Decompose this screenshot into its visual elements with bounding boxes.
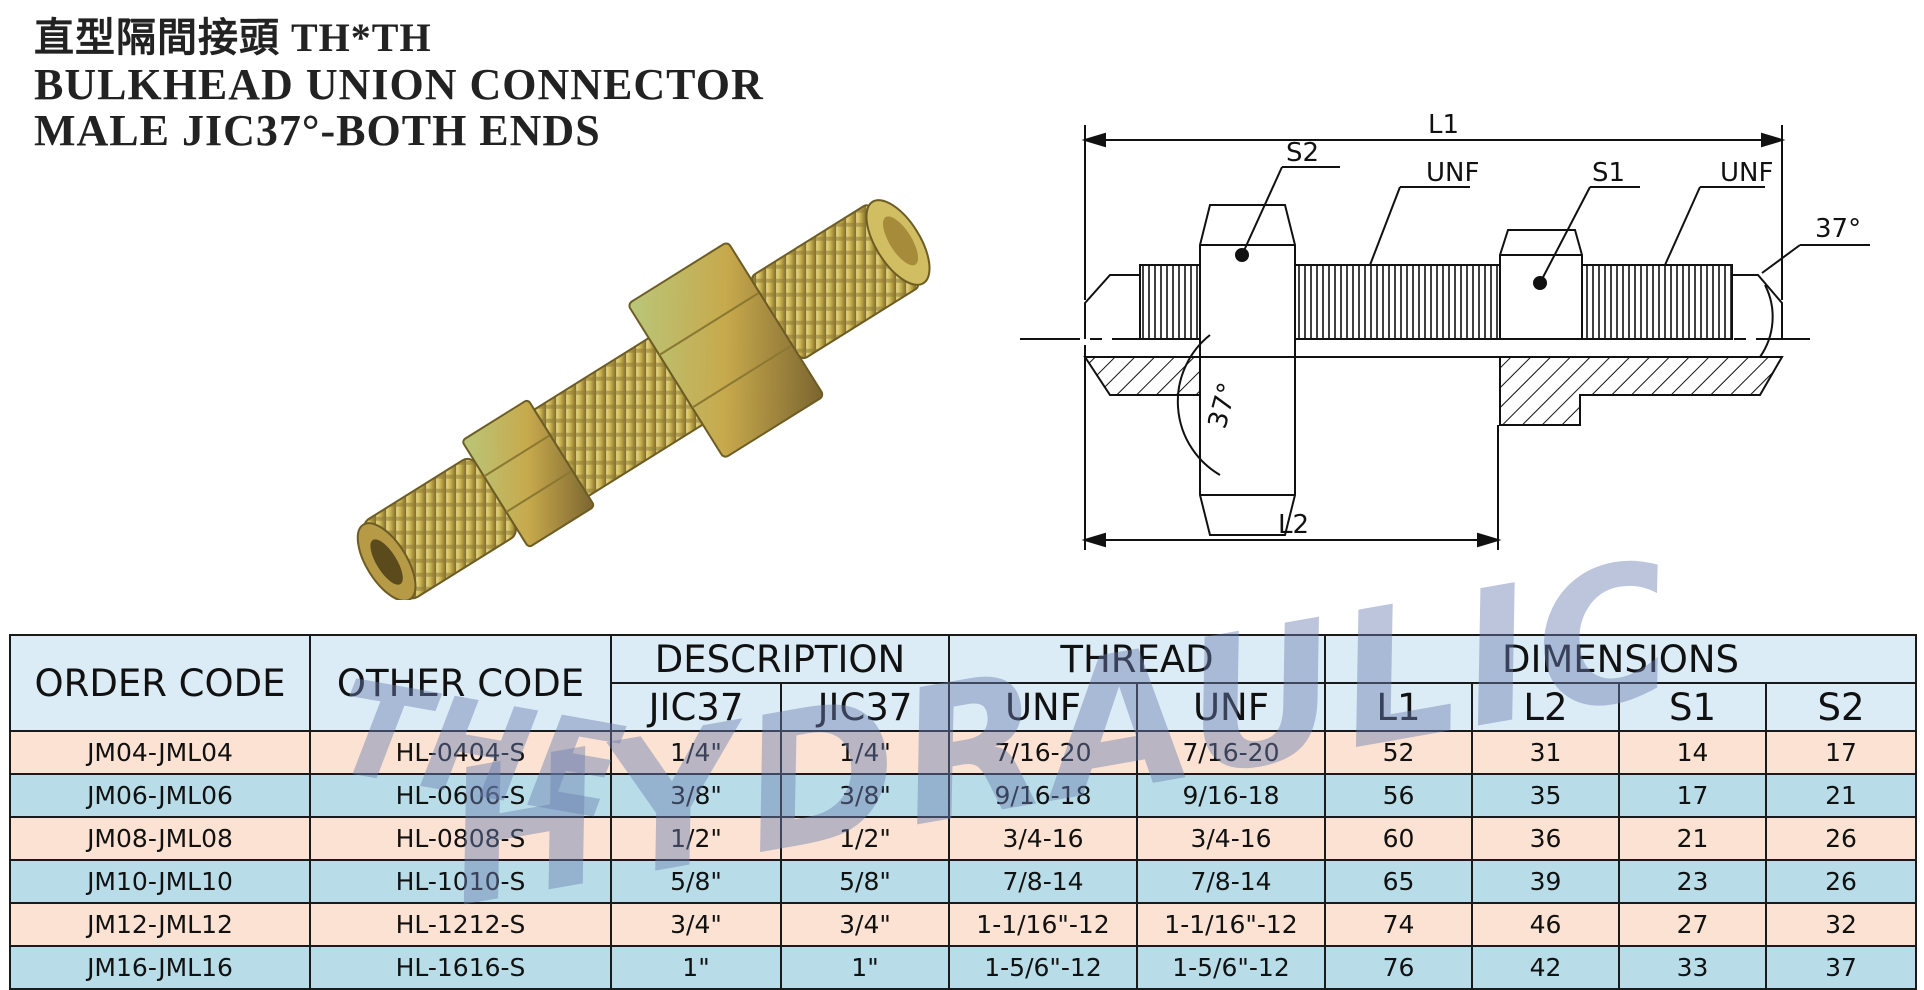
- table-row: JM10-JML10 HL-1010-S 5/8" 5/8" 7/8-14 7/…: [9, 859, 1918, 904]
- dim-s2-label: S2: [1286, 138, 1319, 168]
- cell-l2: 35: [1471, 773, 1620, 818]
- header-row-top: ORDER CODE OTHER CODE DESCRIPTION THREAD…: [9, 634, 1918, 732]
- cell-s2: 21: [1764, 773, 1918, 818]
- cell-other-code: HL-1212-S: [309, 902, 612, 947]
- header-l2: L2: [1471, 682, 1620, 732]
- cell-jic37-a: 3/4": [610, 902, 782, 947]
- cell-unf-b: 1-1/16"-12: [1136, 902, 1326, 947]
- cell-order-code: JM10-JML10: [9, 859, 311, 904]
- title-line-3: MALE JIC37°-BOTH ENDS: [34, 106, 601, 155]
- cell-l2: 39: [1471, 859, 1620, 904]
- title-code: TH*TH: [291, 15, 432, 60]
- table-row: JM04-JML04 HL-0404-S 1/4" 1/4" 7/16-20 7…: [9, 730, 1918, 775]
- dim-l2-label: L2: [1278, 510, 1309, 540]
- cell-jic37-b: 1": [780, 945, 950, 990]
- cell-s1: 27: [1618, 902, 1767, 947]
- spec-table: ORDER CODE OTHER CODE DESCRIPTION THREAD…: [9, 634, 1918, 990]
- cell-jic37-b: 1/4": [780, 730, 950, 775]
- cell-unf-a: 7/8-14: [948, 859, 1138, 904]
- cell-unf-b: 7/16-20: [1136, 730, 1326, 775]
- cell-order-code: JM16-JML16: [9, 945, 311, 990]
- cell-jic37-a: 5/8": [610, 859, 782, 904]
- table-row: JM06-JML06 HL-0606-S 3/8" 3/8" 9/16-18 9…: [9, 773, 1918, 818]
- cell-jic37-a: 3/8": [610, 773, 782, 818]
- cell-other-code: HL-0404-S: [309, 730, 612, 775]
- cell-other-code: HL-1616-S: [309, 945, 612, 990]
- header-l1: L1: [1324, 682, 1473, 732]
- cell-l2: 46: [1471, 902, 1620, 947]
- cell-unf-b: 7/8-14: [1136, 859, 1326, 904]
- cell-order-code: JM06-JML06: [9, 773, 311, 818]
- title-line-1: 直型隔間接頭 TH*TH: [34, 14, 764, 62]
- cell-s1: 21: [1618, 816, 1767, 861]
- cell-order-code: JM12-JML12: [9, 902, 311, 947]
- product-title: 直型隔間接頭 TH*TH BULKHEAD UNION CONNECTOR MA…: [34, 14, 764, 154]
- table-row: JM16-JML16 HL-1616-S 1" 1" 1-5/6"-12 1-5…: [9, 945, 1918, 990]
- cell-unf-a: 9/16-18: [948, 773, 1138, 818]
- header-dimensions: DIMENSIONS: [1323, 634, 1918, 684]
- header-s1: S1: [1618, 682, 1767, 732]
- cell-jic37-b: 3/4": [780, 902, 950, 947]
- cell-s2: 26: [1764, 816, 1918, 861]
- cell-l2: 42: [1471, 945, 1620, 990]
- unf-right-label: UNF: [1720, 158, 1773, 188]
- cell-unf-a: 1-1/16"-12: [948, 902, 1138, 947]
- cell-l1: 76: [1324, 945, 1473, 990]
- cell-l1: 52: [1324, 730, 1473, 775]
- header-other-code: OTHER CODE: [309, 634, 612, 732]
- cell-l1: 60: [1324, 816, 1473, 861]
- technical-drawing: L1 L2 S2 S1 UNF UNF 37° 37°: [1020, 110, 1870, 550]
- header-thread: THREAD: [948, 634, 1326, 684]
- cell-jic37-a: 1/4": [610, 730, 782, 775]
- table-row: JM12-JML12 HL-1212-S 3/4" 3/4" 1-1/16"-1…: [9, 902, 1918, 947]
- cell-jic37-b: 1/2": [780, 816, 950, 861]
- cell-order-code: JM04-JML04: [9, 730, 311, 775]
- cell-l1: 56: [1324, 773, 1473, 818]
- header-s2: S2: [1764, 682, 1918, 732]
- cell-unf-b: 3/4-16: [1136, 816, 1326, 861]
- angle-right-label: 37°: [1815, 214, 1861, 244]
- cell-l1: 65: [1324, 859, 1473, 904]
- cell-other-code: HL-0808-S: [309, 816, 612, 861]
- dim-l1-label: L1: [1428, 110, 1459, 140]
- cell-other-code: HL-0606-S: [309, 773, 612, 818]
- dim-s1-label: S1: [1592, 158, 1625, 188]
- cell-s1: 14: [1618, 730, 1767, 775]
- header-order-code: ORDER CODE: [9, 634, 311, 732]
- cell-unf-b: 1-5/6"-12: [1136, 945, 1326, 990]
- cell-l1: 74: [1324, 902, 1473, 947]
- cell-s2: 32: [1764, 902, 1918, 947]
- cell-s1: 33: [1618, 945, 1767, 990]
- cell-jic37-b: 5/8": [780, 859, 950, 904]
- cell-jic37-a: 1": [610, 945, 782, 990]
- cell-l2: 31: [1471, 730, 1620, 775]
- cell-unf-a: 7/16-20: [948, 730, 1138, 775]
- cell-s2: 17: [1764, 730, 1918, 775]
- header-jic37-b: JIC37: [780, 682, 950, 732]
- cell-jic37-a: 1/2": [610, 816, 782, 861]
- cell-s1: 17: [1618, 773, 1767, 818]
- header-unf-a: UNF: [948, 682, 1138, 732]
- cell-other-code: HL-1010-S: [309, 859, 612, 904]
- title-chinese: 直型隔間接頭: [34, 15, 280, 60]
- header-unf-b: UNF: [1136, 682, 1326, 732]
- product-photo: [356, 199, 931, 600]
- cell-unf-b: 9/16-18: [1136, 773, 1326, 818]
- cell-s2: 26: [1764, 859, 1918, 904]
- title-line-2: BULKHEAD UNION CONNECTOR: [34, 60, 764, 109]
- header-description: DESCRIPTION: [610, 634, 950, 684]
- cell-s2: 37: [1764, 945, 1918, 990]
- header-row-sub: JIC37 JIC37 UNF UNF L1 L2 S1 S2: [10, 682, 1918, 732]
- cell-order-code: JM08-JML08: [9, 816, 311, 861]
- unf-left-label: UNF: [1426, 158, 1479, 188]
- cell-jic37-b: 3/8": [780, 773, 950, 818]
- cell-unf-a: 3/4-16: [948, 816, 1138, 861]
- cell-s1: 23: [1618, 859, 1767, 904]
- cell-unf-a: 1-5/6"-12: [948, 945, 1138, 990]
- header-jic37-a: JIC37: [610, 682, 782, 732]
- table-row: JM08-JML08 HL-0808-S 1/2" 1/2" 3/4-16 3/…: [9, 816, 1918, 861]
- cell-l2: 36: [1471, 816, 1620, 861]
